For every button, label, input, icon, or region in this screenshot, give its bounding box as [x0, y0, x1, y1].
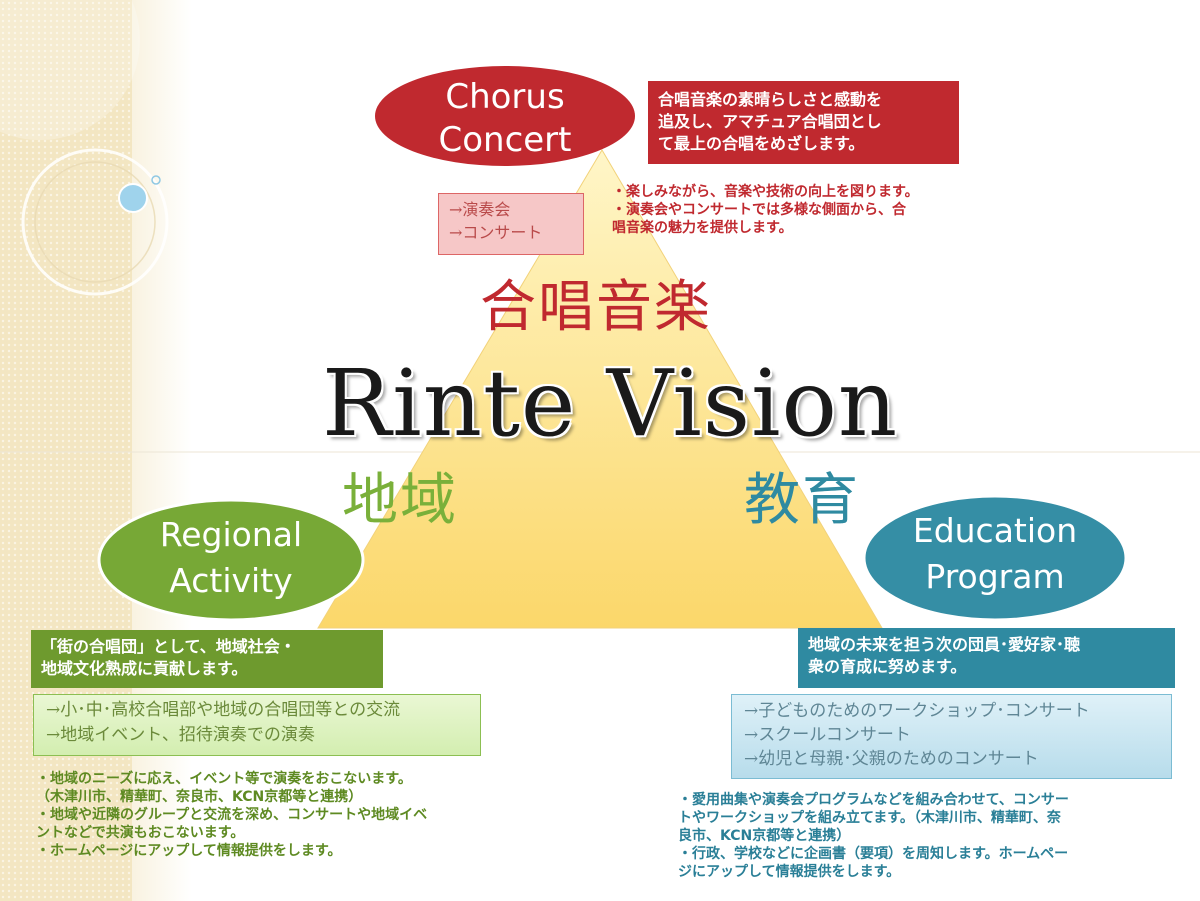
regional-activity-label: Regional Activity [159, 515, 303, 600]
regional-items-box: →小･中･高校合唱部や地域の合唱団等との交流 →地域イベント、招待演奏での演奏 [33, 694, 481, 756]
page-title: Rinte Vision [322, 350, 899, 457]
chorus-items-box: →演奏会 →コンサート [438, 193, 584, 255]
regional-bullets: ・地域のニーズに応え、イベント等で演奏をおこないます。 （木津川市、精華町、奈良… [36, 771, 428, 859]
chorus-concert-ellipse [375, 66, 635, 166]
chorus-music-kanji: 合唱音楽 [480, 275, 712, 340]
chorus-bullets: ・楽しみながら、音楽や技術の向上を図ります。 ・演奏会やコンサートでは多様な側面… [612, 184, 919, 236]
chorus-concert-label: Chorus Concert [438, 77, 572, 160]
regional-summary-box: 「街の合唱団」として、地域社会・ 地域文化熟成に貢献します。 [31, 630, 383, 688]
regional-kanji: 地域 [342, 468, 458, 533]
education-kanji: 教育 [744, 468, 860, 533]
education-program-label: Education Program [912, 511, 1078, 596]
education-items-box: →子どものためのワークショップ･コンサート →スクールコンサート →幼児と母親･… [731, 694, 1172, 779]
education-bullets: ・愛用曲集や演奏会プログラムなどを組み合わせて、コンサー トやワークショップを組… [678, 792, 1069, 880]
education-program-ellipse [862, 494, 1128, 622]
chorus-summary-box: 合唱音楽の素晴らしさと感動を 追及し、アマチュア合唱団とし て最上の合唱をめざし… [648, 81, 959, 164]
education-summary-box: 地域の未来を担う次の団員･愛好家･聴 衆の育成に努めます。 [798, 628, 1175, 688]
regional-activity-ellipse [97, 498, 365, 622]
